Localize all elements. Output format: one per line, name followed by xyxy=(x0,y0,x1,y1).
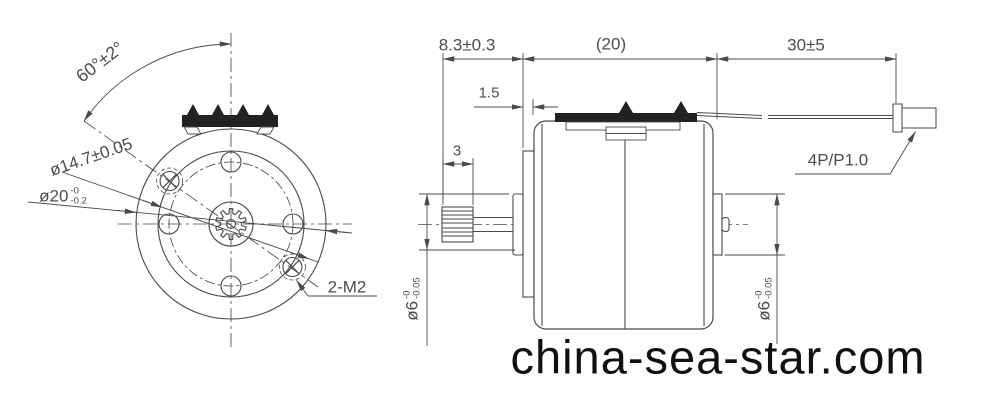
connector-header-front xyxy=(182,104,278,127)
dimension-label-outer-dia: ø20 -0 -0.2 xyxy=(39,185,87,206)
side-dimension-lines xyxy=(419,53,916,346)
header-bracket-side xyxy=(565,121,681,141)
rear-boss-dia-value: ø6 xyxy=(754,300,774,321)
dimension-label-rear-boss-dia: ø6 -0 -0.05 xyxy=(753,277,775,321)
dimension-label-body-length: (20) xyxy=(595,34,627,54)
header-brackets-front xyxy=(183,126,275,135)
mounting-hole-top xyxy=(220,151,242,173)
front-centerlines xyxy=(83,33,352,348)
dimension-label-screw-holes: 2-M2 xyxy=(327,277,367,297)
lead-wire xyxy=(696,112,893,119)
gear-hub xyxy=(225,218,237,230)
shaft xyxy=(473,216,513,233)
dimension-label-gear-width: 3 xyxy=(452,142,462,160)
connector-4p xyxy=(892,103,937,133)
mounting-hole-bottom xyxy=(220,275,242,297)
dimension-label-front-boss-dia: ø6 -0 -0.05 xyxy=(401,277,423,321)
motor-outer-circle xyxy=(135,128,327,320)
mounting-flange-side xyxy=(522,150,535,298)
flange-circle xyxy=(157,150,305,298)
front-dimension-lines xyxy=(27,41,377,297)
front-view xyxy=(27,33,377,348)
screw-hole-lower xyxy=(278,253,306,281)
outer-dia-value: ø20 xyxy=(39,186,69,206)
side-view xyxy=(418,53,937,346)
outer-dia-tolerance: -0 -0.2 xyxy=(70,185,87,206)
bolt-circle xyxy=(168,161,294,287)
mounting-hole-left xyxy=(158,213,180,235)
rear-boss-dia-tolerance: -0 -0.05 xyxy=(753,277,775,299)
motor-body xyxy=(533,120,714,330)
mounting-hole-right xyxy=(282,213,304,235)
dimension-label-shaft-protrusion: 8.3±0.3 xyxy=(438,35,496,55)
dimension-label-flange-thickness: 1.5 xyxy=(478,84,500,102)
screw-hole-upper xyxy=(156,167,184,195)
connector-header-side xyxy=(555,101,697,122)
watermark-text: china-sea-star.com xyxy=(510,330,926,384)
front-boss xyxy=(512,193,524,256)
dimension-label-lead-length: 30±5 xyxy=(787,35,825,55)
rear-boss xyxy=(712,193,723,256)
rear-shaft-tip xyxy=(721,216,730,233)
front-boss-dia-value: ø6 xyxy=(402,300,422,321)
front-boss-dia-tolerance: -0 -0.05 xyxy=(401,277,423,299)
connector-label: 4P/P1.0 xyxy=(807,150,869,170)
output-gear-side xyxy=(441,206,474,243)
